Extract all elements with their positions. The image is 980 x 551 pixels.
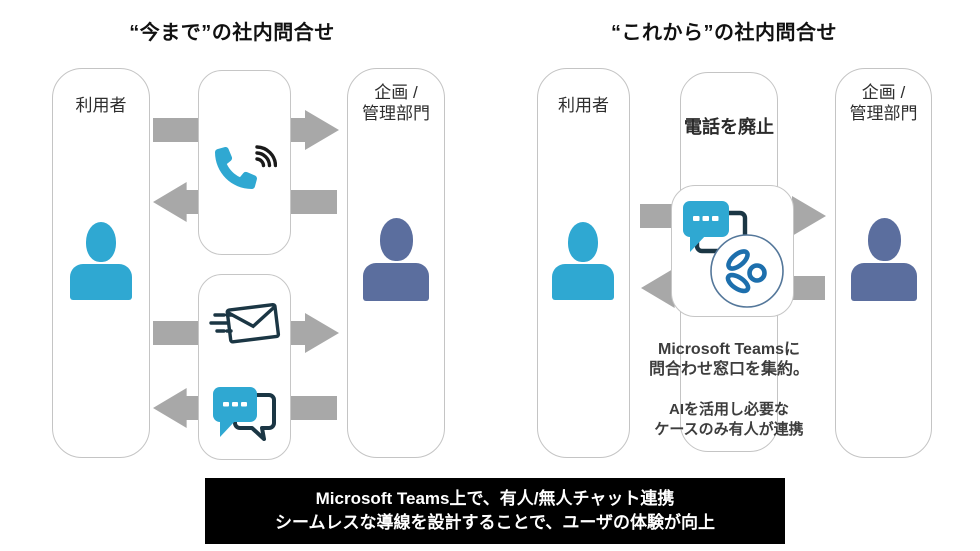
right-dept-label-line2: 管理部門 <box>849 104 918 123</box>
teams-caption: Microsoft Teamsに 問合わせ窓口を集約。 <box>624 340 834 380</box>
right-dept-label-line1: 企画 / <box>861 83 906 102</box>
summary-banner-line2: シームレスな導線を設計することで、ユーザの体験が向上 <box>275 513 715 532</box>
right-user-label: 利用者 <box>558 96 609 115</box>
speeding-email-icon <box>208 302 280 344</box>
signal-waves-icon <box>254 145 277 168</box>
teams-caption-line2: 問合わせ窓口を集約。 <box>648 361 809 378</box>
left-email-chat-box <box>198 274 291 460</box>
user-icon-body <box>552 264 614 300</box>
automation-share-icon <box>710 234 784 308</box>
right-dept-label: 企画 / 管理部門 <box>836 82 931 124</box>
left-user-column: 利用者 <box>52 68 150 458</box>
chat-dots <box>222 402 247 407</box>
user-icon-head <box>568 222 598 262</box>
right-user-column: 利用者 <box>537 68 630 458</box>
user-icon-body <box>70 264 132 300</box>
left-dept-label-line1: 企画 / <box>374 83 418 102</box>
right-diagram-title: “これから”の社内問合せ <box>611 22 837 44</box>
teams-caption-line1: Microsoft Teamsに <box>658 341 800 358</box>
ai-caption-line1: AIを活用し必要な <box>668 401 789 418</box>
ai-caption-line2: ケースのみ有人が連携 <box>654 421 804 438</box>
teams-chat-icon <box>683 201 784 308</box>
summary-banner: Microsoft Teams上で、有人/無人チャット連携 シームレスな導線を設… <box>205 478 785 544</box>
left-phone-box <box>198 70 291 255</box>
chat-bubbles-icon <box>212 387 276 441</box>
user-icon-head <box>86 222 116 262</box>
left-diagram-title: “今まで”の社内問合せ <box>129 22 335 44</box>
summary-banner-line1: Microsoft Teams上で、有人/無人チャット連携 <box>315 489 675 508</box>
left-user-label: 利用者 <box>75 96 127 115</box>
left-dept-label: 企画 / 管理部門 <box>348 82 444 124</box>
staff-icon-head <box>868 218 901 261</box>
chat-dots <box>693 216 719 221</box>
left-dept-label-line2: 管理部門 <box>362 104 430 123</box>
staff-icon-body <box>363 263 429 301</box>
phone-abolished-note: 電話を廃止 <box>684 117 774 137</box>
teams-icon-box <box>671 185 794 317</box>
staff-icon-head <box>380 218 413 261</box>
ai-caption: AIを活用し必要な ケースのみ有人が連携 <box>624 400 834 440</box>
staff-icon-body <box>851 263 917 301</box>
phone-icon <box>214 145 277 189</box>
